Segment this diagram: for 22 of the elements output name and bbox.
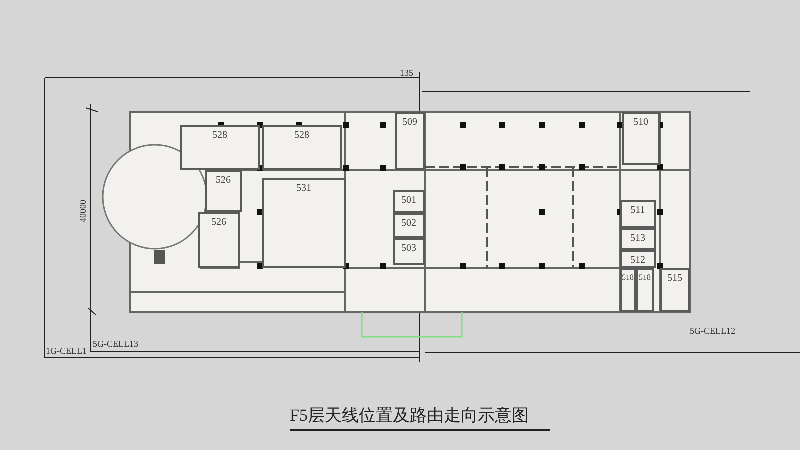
cell-label: 5G-CELL13 — [93, 339, 138, 349]
room: 509 — [395, 112, 425, 170]
room: 502 — [393, 213, 425, 238]
dimension-label: 135 — [400, 68, 414, 78]
room: 528 — [262, 125, 342, 170]
room: 518 — [636, 268, 654, 312]
room: 515 — [660, 268, 690, 312]
room: 531 — [262, 178, 346, 268]
room: 518 — [620, 268, 636, 312]
room: 511 — [620, 200, 656, 228]
cell-label: 5G-CELL12 — [690, 326, 736, 336]
room: 526 — [198, 212, 240, 268]
diagram-title: F5层天线位置及路由走向示意图 — [290, 404, 550, 431]
room: 526 — [205, 170, 242, 212]
cell-label: 1G-CELL1 — [46, 346, 87, 356]
room: 513 — [620, 228, 656, 250]
room: 501 — [393, 190, 425, 213]
dimension-label: 40000 — [78, 200, 88, 222]
room: 510 — [622, 112, 660, 165]
room: 512 — [620, 250, 656, 268]
room: 528 — [180, 125, 260, 170]
room: 503 — [393, 238, 425, 265]
